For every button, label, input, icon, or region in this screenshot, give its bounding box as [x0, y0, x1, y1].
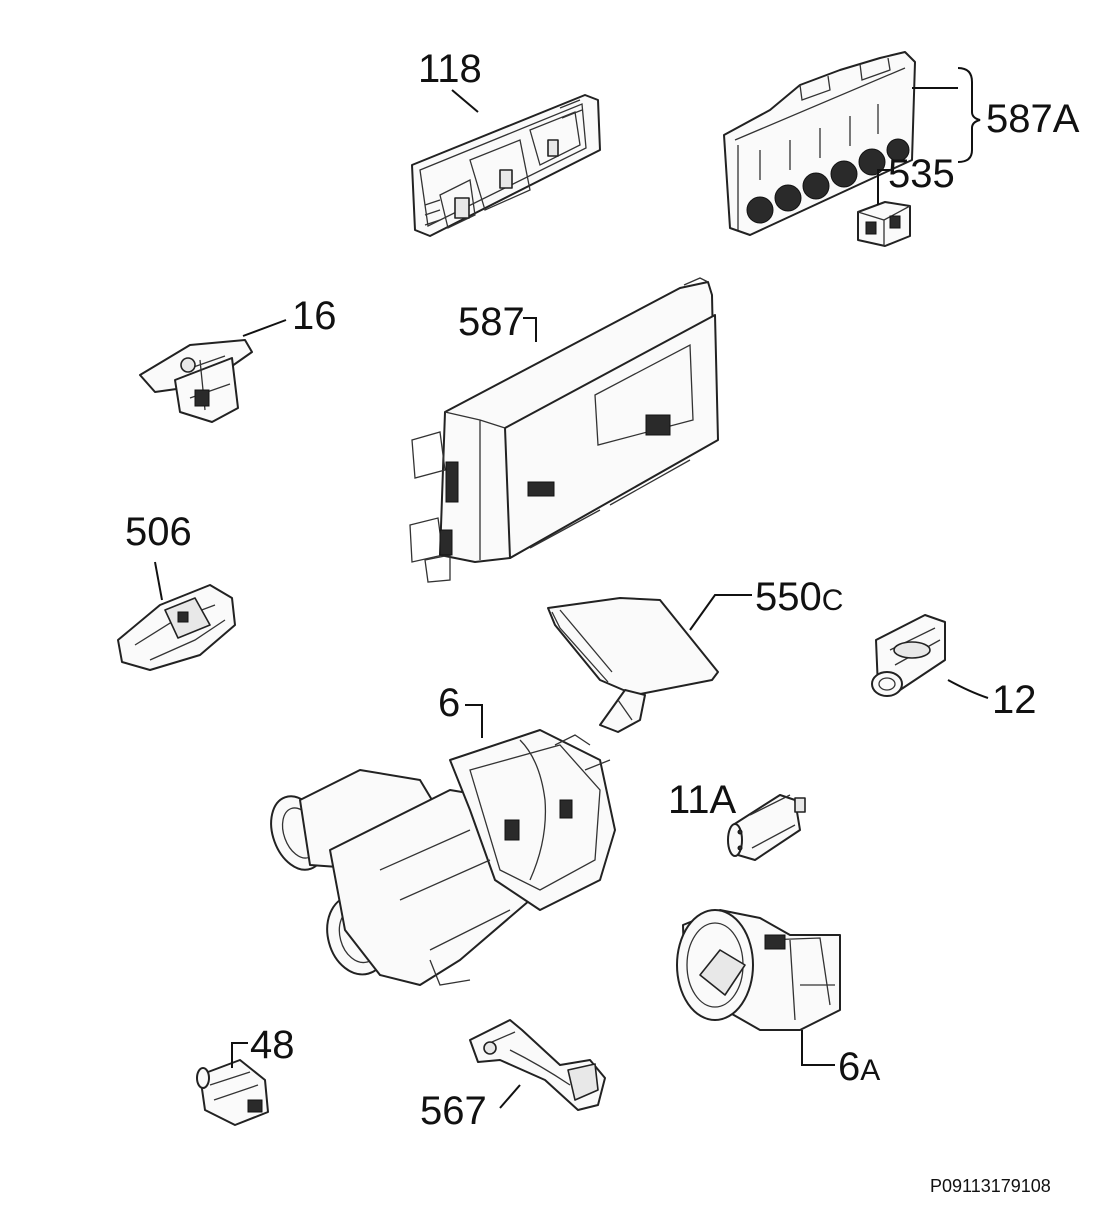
label-11A[interactable]: 11A: [668, 778, 737, 822]
label-48[interactable]: 48: [250, 1023, 295, 1067]
label-506[interactable]: 506: [125, 510, 192, 554]
label-16[interactable]: 16: [292, 294, 337, 338]
leader-6A: [801, 1030, 835, 1066]
part-118-control-board[interactable]: [411, 94, 601, 237]
part-506-clip[interactable]: [117, 584, 236, 671]
part-567-bracket[interactable]: [469, 1019, 606, 1111]
label-587[interactable]: 587: [458, 300, 525, 344]
leader-118: [451, 89, 479, 113]
label-6A[interactable]: 6A: [838, 1045, 880, 1089]
part-587A-pcb-module[interactable]: [723, 51, 916, 236]
part-48-sensor[interactable]: [196, 1059, 269, 1126]
leader-12: [947, 679, 989, 699]
part-12-pressure-switch[interactable]: [871, 614, 946, 697]
leader-16: [242, 319, 287, 337]
leader-550C: [689, 594, 752, 631]
label-587A[interactable]: 587A: [986, 97, 1080, 141]
label-118[interactable]: 118: [418, 47, 482, 91]
leader-567: [499, 1084, 521, 1109]
brace-587A: [957, 67, 981, 163]
label-535[interactable]: 535: [888, 152, 955, 196]
leader-48: [231, 1042, 248, 1068]
part-6-circulation-pump[interactable]: [262, 729, 616, 986]
leader-587: [523, 317, 537, 342]
part-550C-cover[interactable]: [547, 597, 719, 733]
part-535-connector[interactable]: [857, 201, 911, 247]
label-550C[interactable]: 550C: [755, 575, 843, 619]
part-6A-drain-pump[interactable]: [676, 909, 841, 1031]
leader-535: [877, 169, 890, 205]
leader-6: [465, 704, 483, 738]
diagram-code: P09113179108: [930, 1176, 1051, 1196]
part-11A-valve-coil[interactable]: [727, 794, 806, 861]
label-12[interactable]: 12: [992, 678, 1037, 722]
part-16-door-switch[interactable]: [139, 339, 253, 423]
leader-506: [154, 561, 163, 601]
label-6[interactable]: 6: [438, 681, 460, 725]
label-567[interactable]: 567: [420, 1089, 487, 1133]
part-587-module-housing[interactable]: [409, 277, 719, 583]
